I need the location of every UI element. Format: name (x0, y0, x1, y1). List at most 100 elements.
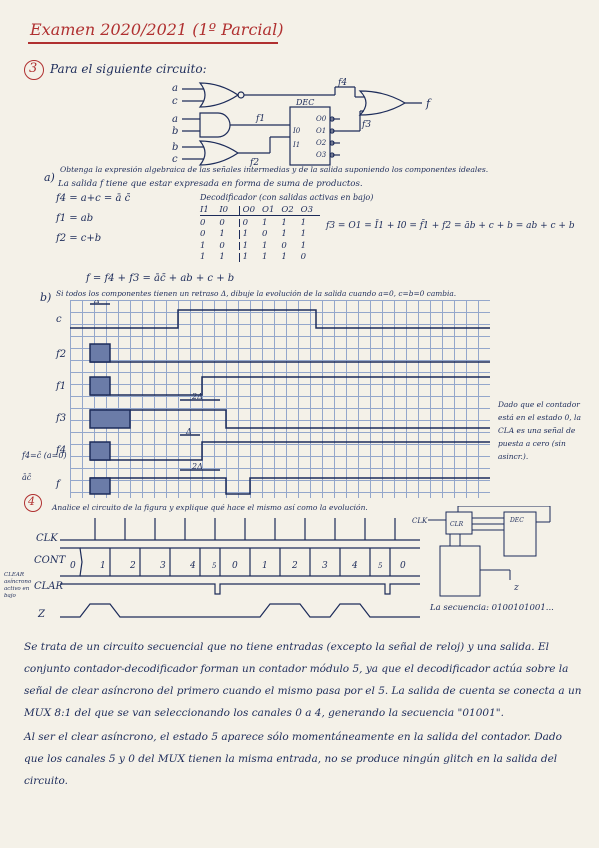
eq-f3: f3 = O1 = Ī1 + I0 = f̄1 + f2 = āb + c + … (326, 221, 575, 231)
wave-label-f: f (56, 479, 60, 490)
problem-4-intro: Analice el circuito de la figura y expli… (52, 503, 368, 512)
cell: 0 (219, 218, 240, 227)
th-o3: O3 (300, 205, 314, 215)
cell: 1 (200, 240, 206, 251)
delta-label-2: 2Δ (191, 392, 203, 401)
cell: 1 (281, 229, 287, 239)
dec-output-1: O1 (316, 127, 326, 135)
page-title: Examen 2020/2021 (1º Parcial) (30, 20, 284, 39)
cell: 0 (300, 252, 307, 262)
table-row: 0 1 1 0 1 1 (200, 230, 320, 239)
count-5: 5 (212, 562, 217, 570)
explanation-paragraph-2: Al ser el clear asíncrono, el estado 5 a… (24, 731, 562, 787)
part-b-text: Si todos los componentes tienen un retra… (56, 289, 457, 298)
problem-4-circuit: CLK CLR DEC z (412, 506, 551, 597)
cell: 0 (242, 217, 249, 228)
delta-label-1: Δ (93, 300, 100, 305)
circuit-clk-label: CLK (412, 517, 428, 525)
input-c-top: c (172, 96, 178, 107)
cell: 1 (300, 229, 307, 239)
cell: 1 (242, 240, 249, 251)
input-a-top: a (172, 83, 178, 94)
cell: 1 (242, 252, 249, 262)
eq-f2: f2 = c+b (56, 233, 102, 244)
dec-output-0: O0 (316, 115, 327, 123)
table-row: 0 0 0 1 1 1 (200, 217, 320, 228)
input-b-mid: b (172, 126, 178, 137)
row-label-z: Z (38, 609, 45, 620)
part-a-label: a) (44, 171, 55, 184)
problem-4-circle (24, 494, 42, 512)
signal-f1-label: f1 (255, 114, 265, 124)
input-c-bot: c (172, 154, 178, 165)
row-label-clar: CLAR (34, 581, 64, 592)
cell: 1 (281, 217, 287, 228)
cell: 0 (261, 229, 268, 239)
timing-grid (70, 300, 490, 498)
right-note: Dado que el contador está en el estado 0… (498, 400, 581, 461)
sequence-note: La secuencia: 0100101001... (430, 603, 554, 613)
circuit-z-label: z (513, 583, 519, 593)
cell: 1 (261, 217, 268, 228)
th-o2: O2 (281, 205, 294, 215)
cell: 1 (219, 253, 240, 262)
delta-label-3: Δ (185, 427, 192, 436)
th-i0: I0 (219, 206, 240, 215)
input-b-bot: b (172, 142, 178, 153)
row-label-clk: CLK (36, 533, 58, 544)
signal-f4-label: f4 (337, 78, 347, 88)
eq-f4: f4 = a+c = ā c̄ (56, 193, 131, 204)
problem-3-intro: Para el siguiente circuito: (50, 62, 207, 76)
cell: 1 (219, 230, 240, 239)
cell: 0 (219, 241, 240, 250)
timing-diagram-4: 0 1 2 3 4 5 0 1 2 3 4 5 0 (60, 518, 420, 618)
delta-label-4: 2Δ (191, 462, 203, 471)
th-i1: I1 (200, 205, 209, 215)
dec-label: DEC (295, 98, 314, 107)
eq-f1: f1 = ab (56, 213, 94, 224)
count-3: 3 (160, 561, 166, 571)
part-b-label: b) (40, 291, 52, 304)
wave-label-f3: f3 (56, 413, 67, 424)
explanation-paragraph-1: Se trata de un circuito secuencial que n… (24, 641, 582, 719)
problem-4-number: 4 (28, 495, 35, 508)
side-note-2: āc̄ (22, 473, 32, 482)
cell: 1 (300, 240, 307, 251)
circuit-dec-label: DEC (509, 517, 524, 524)
cell: 1 (300, 217, 307, 228)
part-a-text-2: La salida f tiene que estar expresada en… (58, 179, 363, 189)
problem-3-number: 3 (29, 61, 38, 76)
row-label-cont: CONT (34, 555, 66, 566)
problem-3-circle (24, 60, 44, 80)
truth-table-header: I1 I0 O0 O1 O2 O3 (200, 206, 320, 216)
dec-output-3: O3 (316, 151, 327, 159)
count-7: 1 (262, 561, 268, 571)
cell: 1 (261, 252, 268, 262)
cell: 0 (200, 229, 206, 239)
decoder-truth-table: I1 I0 O0 O1 O2 O3 0 0 0 1 1 1 0 1 1 0 1 … (200, 206, 320, 262)
dec-input-1: I1 (292, 141, 300, 149)
clear-note: CLEAR asíncrono activo en bajo (4, 572, 32, 599)
table-row: 1 1 1 1 1 0 (200, 253, 320, 262)
count-9: 3 (322, 561, 328, 571)
eq-f: f = f4 + f3 = āc̄ + ab + c + b (86, 273, 235, 284)
signal-f3-label: f3 (361, 120, 371, 130)
count-8: 2 (291, 561, 298, 571)
count-2: 2 (129, 561, 136, 571)
cell: 0 (281, 240, 287, 251)
wave-label-f4: f4 (56, 445, 67, 456)
cell: 1 (200, 252, 206, 262)
th-o1: O1 (261, 205, 275, 215)
dec-output-2: O2 (316, 139, 327, 147)
circuit-clr-label: CLR (450, 521, 464, 528)
th-o0: O0 (242, 205, 256, 215)
count-10: 4 (351, 561, 358, 571)
count-6: 0 (232, 561, 238, 571)
title-underline (28, 42, 278, 44)
count-12: 0 (400, 561, 406, 571)
count-0: 0 (70, 561, 76, 571)
count-1: 1 (100, 561, 106, 571)
dec-input-0: I0 (292, 127, 301, 135)
problem-3-circuit: a c a b b c f4 f1 f2 f3 f DEC I0 I1 O0 O… (172, 78, 432, 168)
cell: 1 (261, 240, 268, 251)
